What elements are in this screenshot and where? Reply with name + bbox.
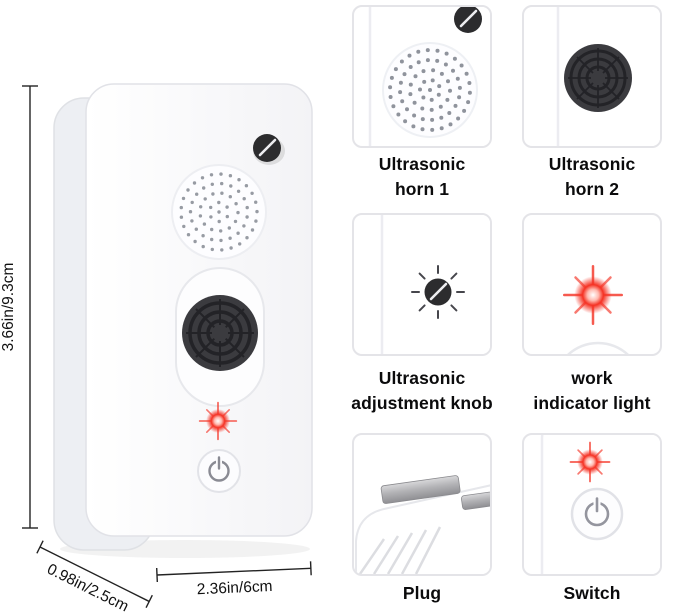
- label-line: Ultrasonic: [378, 368, 466, 388]
- label-line: Ultrasonic: [548, 154, 636, 174]
- label-line: adjustment knob: [351, 392, 493, 413]
- horn-2-zoom: [556, 7, 660, 146]
- knob-icon: [454, 7, 482, 33]
- dimension-height-label: 3.66in/9.3cm: [0, 263, 17, 352]
- label-line: horn 2: [564, 178, 620, 199]
- callout-panel-switch: [522, 433, 662, 576]
- label-line: work: [571, 368, 613, 388]
- led-light-icon: [563, 265, 623, 325]
- callout-panel-horn-1: [352, 5, 492, 148]
- work-indicator-led: [198, 401, 238, 441]
- label-adjustment-knob: Ultrasonic adjustment knob: [347, 366, 497, 416]
- dimension-width-label: 2.36in/6cm: [196, 578, 272, 598]
- led-light-icon: [569, 441, 611, 483]
- label-ultrasonic-horn-1: Ultrasonic horn 1: [347, 152, 497, 202]
- label-switch: Switch: [517, 581, 667, 606]
- plug-seam-lines: [358, 526, 442, 574]
- plug-zoom: [355, 475, 490, 574]
- label-line: horn 1: [394, 178, 450, 199]
- horn-1-zoom: [368, 7, 490, 146]
- callout-panel-horn-2: [522, 5, 662, 148]
- ultrasonic-horn-1-speaker: [171, 164, 267, 260]
- callout-panel-plug: [352, 433, 492, 576]
- knob-with-ticks-icon: [411, 265, 465, 319]
- label-plug: Plug: [347, 581, 497, 606]
- label-line: indicator light: [533, 392, 651, 413]
- power-button-icon: [570, 487, 624, 541]
- button-arc: [567, 341, 629, 354]
- adjustment-knob: [253, 134, 285, 165]
- switch-zoom: [540, 435, 660, 574]
- label-line: Ultrasonic: [378, 154, 466, 174]
- callout-panel-adjustment-knob: [352, 213, 492, 356]
- dimension-width-line: 2.36in/6cm: [155, 561, 312, 598]
- plug-prong-icon: [461, 490, 490, 510]
- speaker-grille-icon: [564, 44, 632, 112]
- adjustment-knob-zoom: [380, 215, 490, 354]
- label-line: Plug: [402, 583, 442, 603]
- device-illustration: 3.66in/9.3cm: [0, 83, 313, 612]
- label-line: Switch: [563, 583, 621, 603]
- callout-panel-indicator-light: [522, 213, 662, 356]
- plug-body: [355, 484, 490, 574]
- plug-prong-icon: [380, 475, 461, 504]
- label-ultrasonic-horn-2: Ultrasonic horn 2: [517, 152, 667, 202]
- ultrasonic-horn-2-grille: [182, 295, 258, 371]
- indicator-light-zoom: [563, 265, 629, 354]
- dimension-height-line: [22, 85, 38, 529]
- power-button: [197, 449, 241, 493]
- speaker-holes-icon: [382, 42, 478, 138]
- label-work-indicator-light: work indicator light: [517, 366, 667, 416]
